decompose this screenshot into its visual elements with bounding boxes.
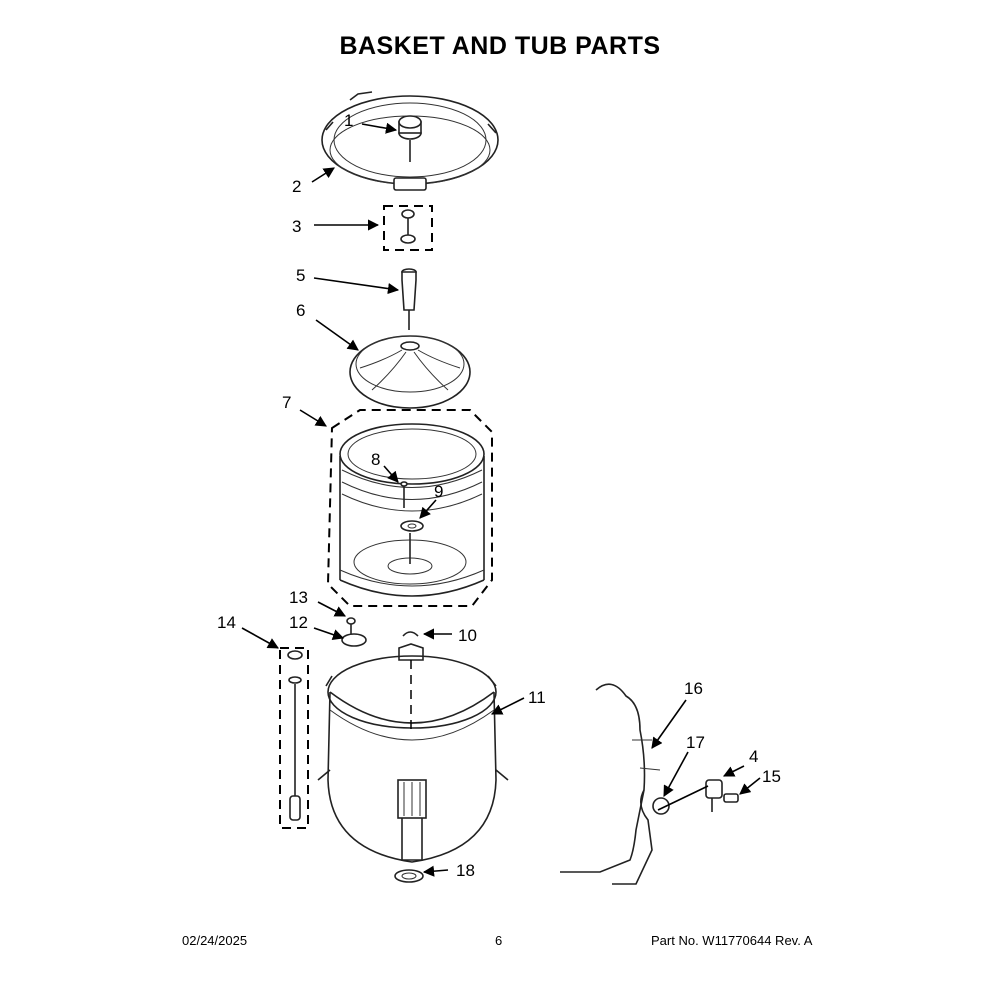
leader-14 — [241, 627, 279, 649]
leader-1 — [361, 122, 398, 134]
wire-harness-part — [560, 683, 661, 885]
page-title: BASKET AND TUB PARTS — [339, 32, 661, 60]
callout-8: 8 — [371, 450, 380, 469]
bolt-kit-part — [383, 205, 433, 251]
leader-5 — [313, 277, 400, 295]
footer-part-number: Part No. W11770644 Rev. A — [651, 933, 813, 948]
switch-screw-part — [723, 793, 739, 803]
callout-17: 17 — [686, 733, 705, 752]
callout-6: 6 — [296, 301, 305, 320]
leader-12 — [313, 627, 345, 641]
callout-18: 18 — [456, 861, 475, 880]
leader-15 — [739, 777, 761, 795]
callout-12: 12 — [289, 613, 308, 632]
leader-17-ext — [657, 785, 709, 811]
callout-9: 9 — [434, 482, 443, 501]
leader-9 — [419, 499, 437, 519]
callout-14: 14 — [217, 613, 236, 632]
clip-part — [402, 631, 419, 637]
leader-4 — [722, 765, 745, 777]
callout-3: 3 — [292, 217, 301, 236]
leader-17 — [663, 751, 689, 797]
leader-6 — [315, 319, 359, 351]
callout-16: 16 — [684, 679, 703, 698]
basket-bolt-part — [400, 481, 408, 508]
callout-15: 15 — [762, 767, 781, 786]
outer-tub-part — [317, 643, 509, 863]
leader-18 — [422, 865, 449, 877]
footer-date: 02/24/2025 — [182, 933, 248, 948]
bracket-part — [341, 633, 367, 647]
leader-7 — [299, 409, 327, 427]
screw-part — [346, 617, 356, 634]
callout-11: 11 — [528, 688, 546, 707]
callout-4: 4 — [749, 747, 758, 766]
leader-13 — [317, 601, 346, 617]
leader-8 — [383, 465, 399, 483]
shaft-coupling-part — [401, 268, 417, 330]
leader-lines — [241, 122, 761, 877]
cap-part — [398, 115, 422, 162]
callout-7: 7 — [282, 393, 291, 412]
callout-1: 1 — [344, 111, 353, 130]
callout-13: 13 — [289, 588, 308, 607]
hose-ring-part — [652, 797, 670, 815]
basket-washer-part — [400, 520, 424, 564]
callout-2: 2 — [292, 177, 301, 196]
callout-5: 5 — [296, 266, 305, 285]
leader-16 — [651, 699, 687, 749]
callout-labels: 1 2 3 5 6 7 8 9 10 11 12 13 14 16 17 4 1… — [217, 111, 781, 880]
callout-10: 10 — [458, 626, 477, 645]
tub-seal-part — [394, 869, 424, 883]
leader-2 — [311, 167, 335, 183]
suspension-rod-part — [279, 647, 309, 829]
footer-page-number: 6 — [495, 933, 503, 948]
basket-part — [326, 409, 493, 607]
leader-11 — [490, 697, 525, 715]
impeller-plate-part — [349, 335, 471, 409]
pressure-switch-part — [705, 779, 723, 812]
